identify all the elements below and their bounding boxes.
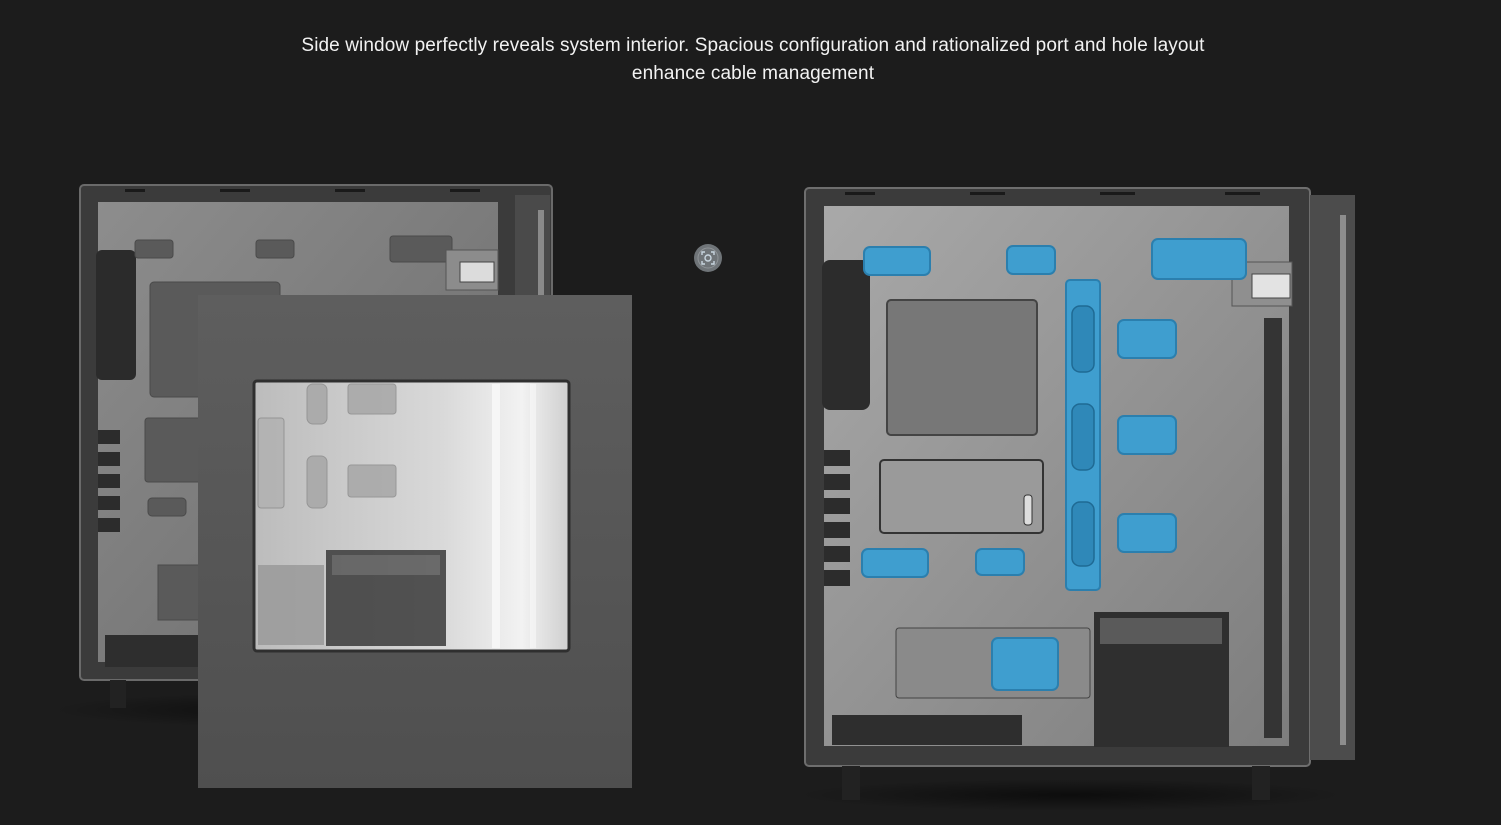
product-caption: Side window perfectly reveals system int… (150, 32, 1356, 88)
caption-line-1: Side window perfectly reveals system int… (301, 35, 1205, 56)
zoom-icon[interactable] (694, 244, 722, 272)
caption-line-2: enhance cable management (631, 63, 875, 84)
case-with-side-window-panel (50, 184, 632, 788)
case-interior-cable-holes-highlighted (795, 187, 1355, 811)
zoom-icon-glyph (697, 247, 719, 269)
